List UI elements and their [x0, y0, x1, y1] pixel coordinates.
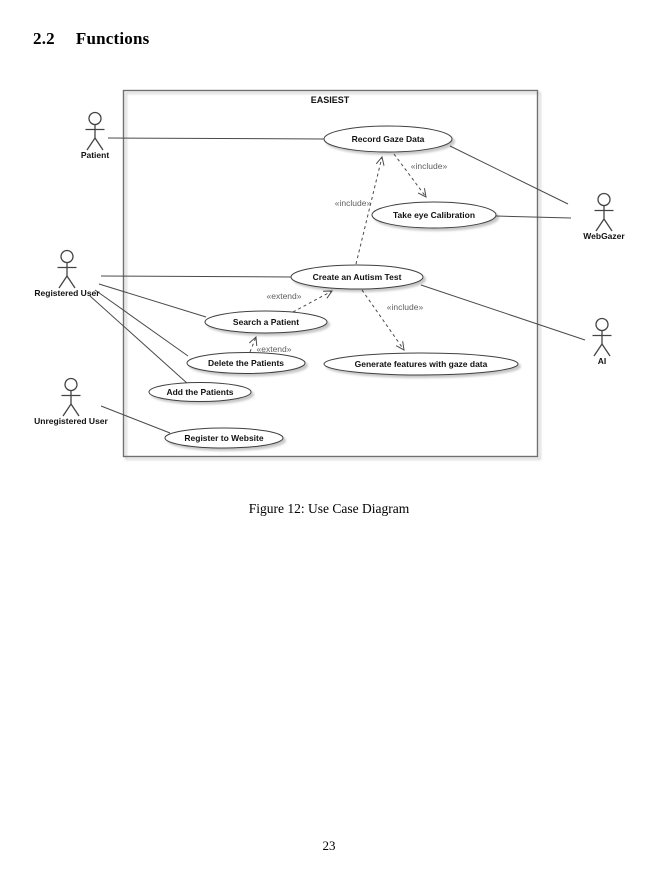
- usecase-delete-the-patients: Delete the Patients: [186, 352, 306, 374]
- edge-label-extend-search-create: «extend»: [267, 291, 302, 301]
- usecase-search-a-patient: Search a Patient: [204, 310, 328, 334]
- page-number: 23: [322, 838, 336, 853]
- unregistered-user-figure-icon: [60, 377, 82, 417]
- section-number: 2.2: [33, 29, 55, 48]
- system-boundary: [122, 89, 539, 458]
- actor-patient: Patient: [81, 111, 110, 160]
- assoc-record-gaze-webgazer: [449, 145, 569, 205]
- actor-unregistered-user: Unregistered User: [34, 377, 109, 426]
- section-title: Functions: [75, 29, 150, 48]
- assoc-patient-record-gaze: [107, 137, 325, 140]
- usecase-register-to-website: Register to Website: [164, 427, 284, 449]
- usecase-label-take-eye-calibration: Take eye Calibration: [393, 210, 475, 220]
- actor-ai: AI: [591, 317, 613, 366]
- use-case-diagram: EASIEST «include» «include» «extend» «ex…: [34, 89, 625, 458]
- actor-label-webgazer: WebGazer: [583, 231, 625, 241]
- actor-label-registered-user: Registered User: [34, 288, 100, 298]
- patient-figure-icon: [84, 111, 106, 151]
- figure-caption: Figure 12: Use Case Diagram: [248, 501, 410, 516]
- usecase-create-autism-test: Create an Autism Test: [290, 264, 424, 290]
- actor-label-patient: Patient: [81, 150, 110, 160]
- edge-label-include-record-takeeye: «include»: [411, 161, 448, 171]
- include-record-to-takeeye: [393, 153, 427, 198]
- section-heading: 2.2 Functions: [33, 29, 149, 49]
- actor-label-unregistered-user: Unregistered User: [34, 416, 108, 426]
- usecase-label-register-to-website: Register to Website: [184, 433, 263, 443]
- assoc-unreguser-register: [100, 405, 171, 434]
- include-create-to-generate: [361, 289, 405, 351]
- edge-label-include-create-record: «include»: [335, 198, 372, 208]
- actor-label-ai: AI: [598, 356, 607, 366]
- actor-webgazer: WebGazer: [583, 192, 625, 241]
- usecase-record-gaze-data: Record Gaze Data: [323, 125, 453, 153]
- assoc-takeeye-webgazer: [495, 215, 572, 219]
- registered-user-figure-icon: [56, 249, 78, 289]
- actor-registered-user: Registered User: [34, 249, 100, 298]
- include-create-to-record: [355, 155, 385, 265]
- system-boundary-label: EASIEST: [311, 95, 350, 105]
- usecase-label-record-gaze-data: Record Gaze Data: [352, 134, 425, 144]
- usecase-label-generate-features: Generate features with gaze data: [355, 359, 488, 369]
- assoc-reguser-create-test: [100, 275, 292, 278]
- usecase-label-create-autism-test: Create an Autism Test: [313, 272, 402, 282]
- extend-delete-to-search: [248, 335, 258, 353]
- edge-label-extend-delete-search: «extend»: [257, 344, 292, 354]
- edge-label-include-create-generate: «include»: [387, 302, 424, 312]
- assoc-reguser-search-patient: [98, 283, 207, 318]
- ai-figure-icon: [591, 317, 613, 357]
- usecase-add-the-patients: Add the Patients: [148, 382, 252, 402]
- usecase-label-add-the-patients: Add the Patients: [166, 387, 233, 397]
- assoc-create-test-ai: [420, 284, 586, 341]
- assoc-reguser-delete-patients: [94, 289, 189, 357]
- webgazer-figure-icon: [593, 192, 615, 232]
- usecase-generate-features: Generate features with gaze data: [323, 352, 519, 376]
- usecase-take-eye-calibration: Take eye Calibration: [371, 201, 497, 229]
- usecase-label-delete-the-patients: Delete the Patients: [208, 358, 284, 368]
- extend-search-to-create: [292, 290, 333, 313]
- usecase-label-search-a-patient: Search a Patient: [233, 317, 299, 327]
- assoc-reguser-add-patients: [89, 295, 189, 385]
